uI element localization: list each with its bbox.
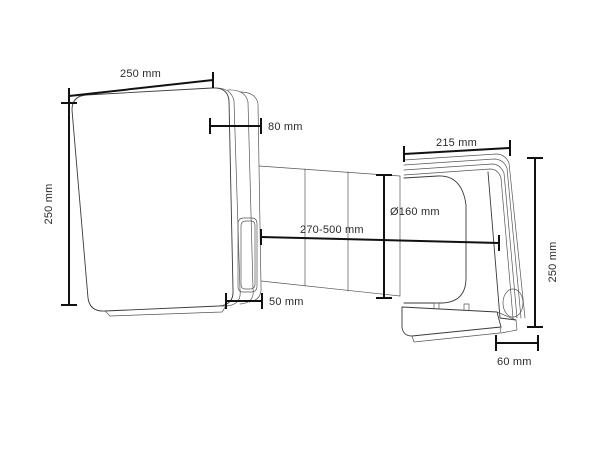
dim-label-duct-diameter: Ø160 mm	[390, 206, 440, 218]
right-housing-oval-detail	[502, 288, 524, 318]
dim-label-depth-80: 80 mm	[268, 121, 303, 133]
dim-label-depth-50: 50 mm	[269, 296, 304, 308]
dim-label-left-height: 250 mm	[43, 184, 55, 225]
base-right-wedge	[496, 311, 518, 334]
base-notch-1	[433, 302, 440, 310]
left-enclosure-layer-2	[213, 87, 241, 307]
right-housing-group	[401, 153, 526, 343]
right-housing-top-edge-3	[403, 163, 518, 319]
dim-line-duct-length	[260, 236, 500, 244]
dim-line-right-width	[403, 147, 511, 155]
left-enclosure-front-face	[71, 87, 234, 312]
left-enclosure-back-rim	[239, 91, 262, 303]
right-housing-top-edge-1	[403, 153, 526, 319]
base-notch-2	[463, 303, 470, 311]
right-housing-top-edge-4	[403, 168, 514, 319]
left-enclosure-side-recess-inner	[240, 220, 256, 290]
dimension-right-width: 215 mm	[403, 137, 511, 162]
dimension-base-depth: 60 mm	[495, 335, 539, 368]
telescopic-duct-group	[258, 165, 401, 297]
dim-label-right-width: 215 mm	[436, 137, 477, 149]
right-housing-base-ledge	[401, 306, 502, 337]
left-enclosure-side-recess	[237, 217, 258, 293]
dimension-duct-diameter: Ø160 mm	[376, 174, 440, 299]
dim-label-base-depth: 60 mm	[497, 356, 532, 368]
dim-label-duct-length: 270-500 mm	[300, 224, 364, 236]
left-enclosure-bottom-edge	[104, 305, 227, 317]
left-enclosure-group	[71, 87, 262, 317]
dimension-right-height: 250 mm	[527, 157, 559, 328]
dim-label-right-height: 250 mm	[547, 242, 559, 283]
left-enclosure-layer-3	[227, 89, 254, 305]
right-housing-back-plate	[487, 171, 517, 321]
right-housing-top-edge-2	[403, 158, 522, 319]
dimension-depth-50: 50 mm	[225, 293, 304, 309]
dim-line-top-width	[68, 79, 214, 97]
duct-bottom-edge	[260, 280, 401, 297]
dimension-left-height: 250 mm	[43, 102, 77, 306]
dimension-duct-length: 270-500 mm	[260, 224, 500, 251]
dim-label-top-width: 250 mm	[120, 68, 161, 80]
dimension-top-width: 250 mm	[68, 68, 214, 104]
right-housing-base-under	[411, 326, 502, 343]
dimension-depth-80: 80 mm	[209, 118, 303, 134]
